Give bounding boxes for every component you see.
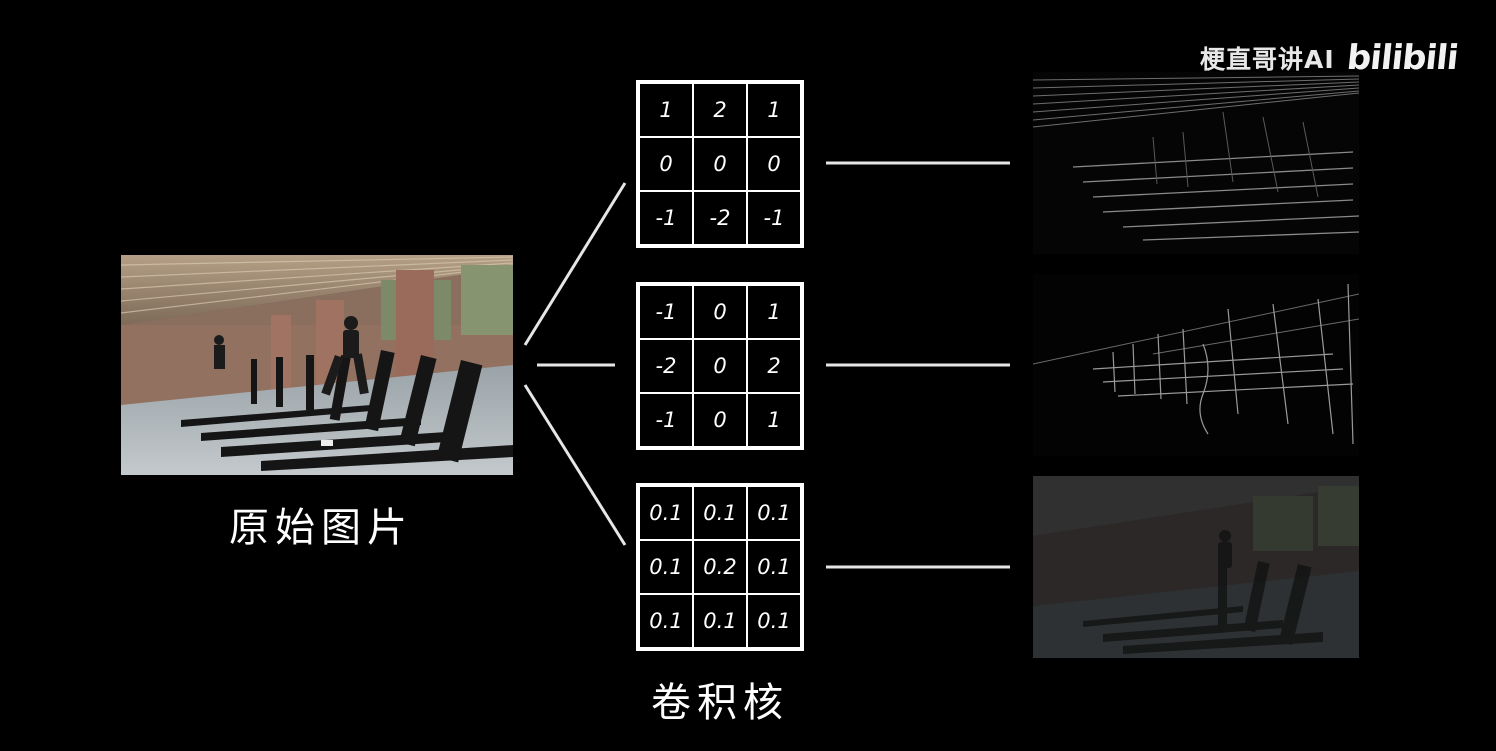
kernel-2-cell: -1 — [639, 393, 693, 447]
kernel-3-cell: 0.2 — [693, 540, 747, 594]
kernel-1-cell: 1 — [747, 83, 801, 137]
kernel-3-cell: 0.1 — [693, 594, 747, 648]
kernel-1-cell: 2 — [693, 83, 747, 137]
kernel-1-cell: 0 — [747, 137, 801, 191]
kernel-3-cell: 0.1 — [639, 594, 693, 648]
connector-original-to-kernel-3 — [523, 384, 627, 546]
bilibili-logo: bilibili — [1344, 38, 1460, 78]
original-image — [121, 255, 513, 475]
kernel-2-cell: -2 — [639, 339, 693, 393]
kernel-2-cell: 0 — [693, 339, 747, 393]
kernel-2-cell: 2 — [747, 339, 801, 393]
kernel-3-cell: 0.1 — [639, 540, 693, 594]
blurred-dark-image — [1033, 476, 1359, 658]
kernel-1-cell: -1 — [747, 191, 801, 245]
kernel-1: 1 2 1 0 0 0 -1 -2 -1 — [636, 80, 804, 248]
kernel-1-cell: 0 — [639, 137, 693, 191]
gym-photo — [121, 255, 513, 475]
kernel-3-cell: 0.1 — [693, 486, 747, 540]
result-image-vertical-edges — [1033, 274, 1359, 456]
kernel-1-cell: 0 — [693, 137, 747, 191]
watermark: 梗直哥讲AI bilibili — [1200, 38, 1460, 78]
original-image-label: 原始图片 — [229, 505, 413, 551]
kernel-2: -1 0 1 -2 0 2 -1 0 1 — [636, 282, 804, 450]
kernel-3-cell: 0.1 — [747, 486, 801, 540]
kernel-3-cell: 0.1 — [747, 540, 801, 594]
kernel-3: 0.1 0.1 0.1 0.1 0.2 0.1 0.1 0.1 0.1 — [636, 483, 804, 651]
kernel-2-cell: 0 — [693, 285, 747, 339]
result-image-horizontal-edges — [1033, 72, 1359, 254]
vertical-edge-map — [1033, 274, 1359, 456]
kernel-label: 卷积核 — [651, 680, 789, 726]
kernel-1-cell: -2 — [693, 191, 747, 245]
kernel-1-cell: -1 — [639, 191, 693, 245]
kernel-2-cell: 0 — [693, 393, 747, 447]
kernel-2-cell: 1 — [747, 393, 801, 447]
kernel-3-cell: 0.1 — [639, 486, 693, 540]
kernel-2-cell: -1 — [639, 285, 693, 339]
channel-name: 梗直哥讲AI — [1200, 45, 1335, 74]
horizontal-edge-map — [1033, 72, 1359, 254]
kernel-3-cell: 0.1 — [747, 594, 801, 648]
result-image-blurred — [1033, 476, 1359, 658]
kernel-1-cell: 1 — [639, 83, 693, 137]
connector-original-to-kernel-1 — [523, 182, 627, 346]
kernel-2-cell: 1 — [747, 285, 801, 339]
